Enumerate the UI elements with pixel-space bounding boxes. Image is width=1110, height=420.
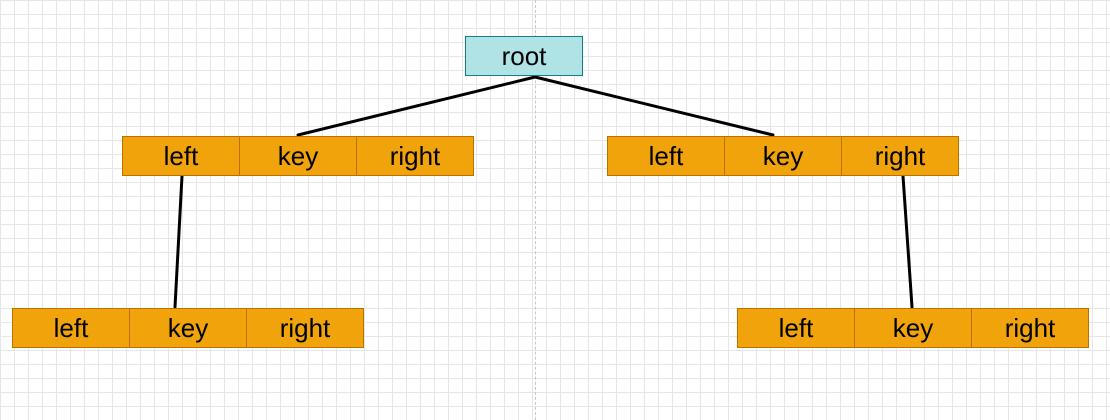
key-cell: key [724,136,842,176]
center-guide-line [535,0,536,420]
root-node: root [465,36,583,76]
left-pointer-cell: left [122,136,240,176]
right-pointer-cell: right [841,136,959,176]
tree-node-right-child: left key right [737,308,1089,348]
cell-label: key [762,140,804,171]
edge-root-to-right-node [533,75,775,137]
cell-label: key [277,140,319,171]
key-cell: key [129,308,247,348]
cell-label: left [53,312,89,343]
tree-node-left: left key right [122,136,474,176]
left-pointer-cell: left [737,308,855,348]
right-pointer-cell: right [971,308,1089,348]
tree-node-right: left key right [607,136,959,176]
cell-label: right [389,140,441,171]
cell-label: key [167,312,209,343]
cell-label: right [1004,312,1056,343]
root-label: root [501,40,547,71]
tree-node-left-child: left key right [12,308,364,348]
cell-label: left [778,312,814,343]
cell-label: left [163,140,199,171]
left-pointer-cell: left [12,308,130,348]
key-cell: key [239,136,357,176]
left-pointer-cell: left [607,136,725,176]
cell-label: key [892,312,934,343]
edge-left-node-to-left-child [173,174,184,309]
cell-label: left [648,140,684,171]
cell-label: right [279,312,331,343]
key-cell: key [854,308,972,348]
edge-root-to-left-node [296,75,537,137]
edge-right-node-to-right-child [901,174,914,309]
right-pointer-cell: right [246,308,364,348]
cell-label: right [874,140,926,171]
right-pointer-cell: right [356,136,474,176]
